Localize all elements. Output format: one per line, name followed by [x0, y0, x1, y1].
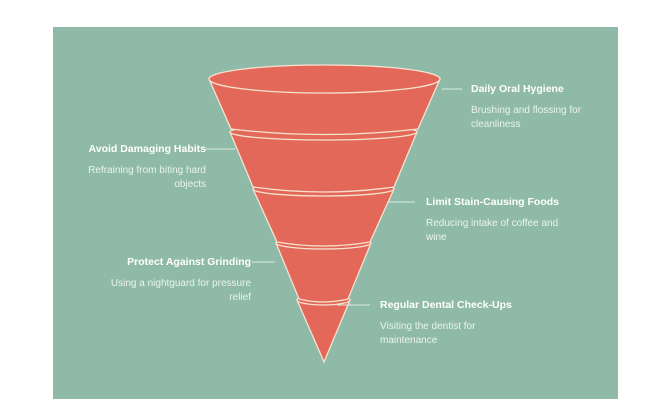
stage-description: Brushing and flossing for cleanliness — [471, 105, 582, 130]
stage-title: Avoid Damaging Habits — [88, 143, 206, 155]
funnel-stage-4 — [275, 236, 372, 303]
stage-label-3: Limit Stain-Causing Foods Reducing intak… — [426, 195, 566, 245]
stage-title: Daily Oral Hygiene — [471, 83, 564, 95]
stage-description: Reducing intake of coffee and wine — [426, 218, 559, 243]
stage-description: Visiting the dentist for maintenance — [380, 321, 476, 346]
stage-label-2: Avoid Damaging Habits Refraining from bi… — [60, 142, 206, 192]
stage-description: Refraining from biting hard objects — [88, 165, 206, 190]
stage-label-1: Daily Oral Hygiene Brushing and flossing… — [471, 82, 616, 132]
stage-description: Using a nightguard for pressure relief — [110, 278, 251, 303]
stage-label-5: Regular Dental Check-Ups Visiting the de… — [380, 298, 515, 348]
funnel-stage-1 — [208, 64, 441, 136]
stage-label-4: Protect Against Grinding Using a nightgu… — [100, 255, 251, 305]
stage-title: Regular Dental Check-Ups — [380, 299, 512, 311]
stage-title: Protect Against Grinding — [127, 256, 251, 268]
stage-title: Limit Stain-Causing Foods — [426, 196, 559, 208]
